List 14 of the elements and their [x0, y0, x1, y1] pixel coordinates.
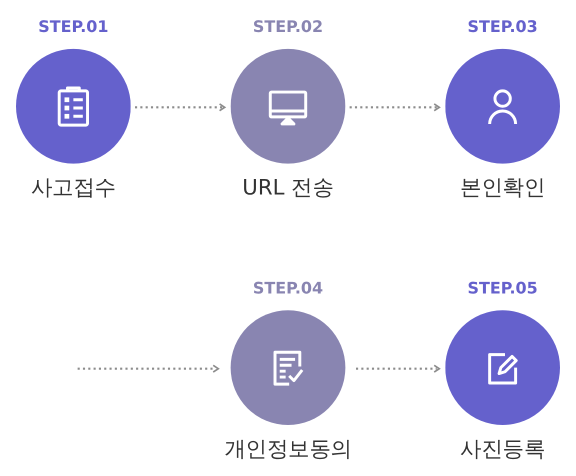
step-name: 사진등록 [460, 434, 546, 464]
arrow [135, 103, 226, 112]
step-name: 개인정보동의 [224, 434, 352, 464]
step-name: 본인확인 [460, 173, 546, 202]
step-label: STEP.04 [252, 277, 324, 300]
arrow [356, 364, 440, 373]
step-label: STEP.01 [38, 16, 108, 38]
step-label: STEP.03 [468, 16, 538, 38]
arrow [78, 364, 220, 373]
arrow [350, 103, 440, 112]
step-name: 사고접수 [30, 173, 116, 202]
step-label: STEP.05 [468, 277, 538, 300]
step-label: STEP.02 [252, 16, 324, 38]
step-name: URL 전송 [242, 173, 334, 202]
